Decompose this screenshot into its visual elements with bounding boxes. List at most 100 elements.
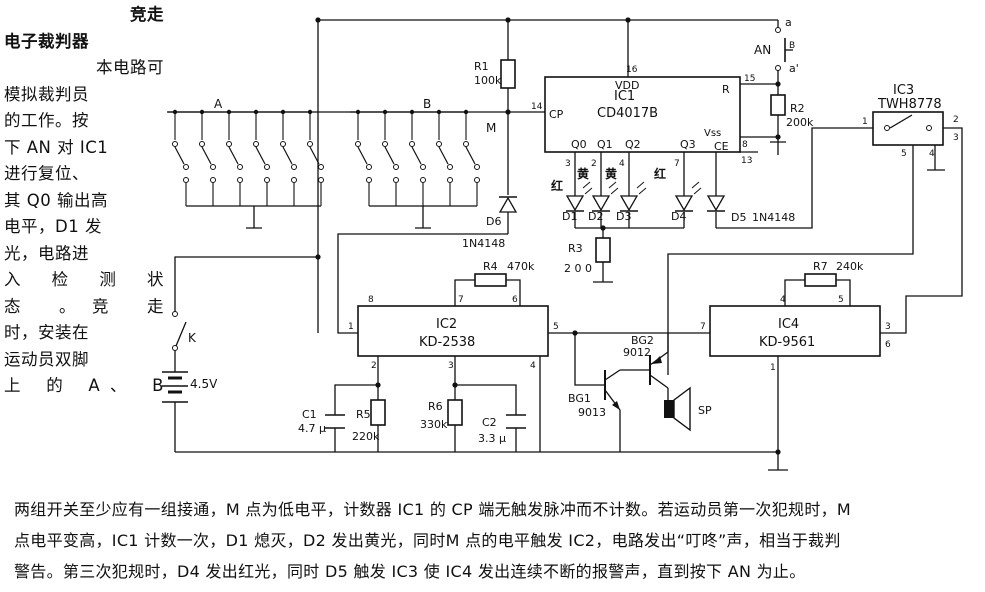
an-a-prime-label: a' <box>789 62 799 75</box>
led-color-label: 红 <box>654 166 666 181</box>
switch-group-b <box>350 109 480 229</box>
switch-group-a-label: A <box>214 97 223 111</box>
foot-switch <box>409 112 426 206</box>
side-text-line: 上 的 A、 B <box>4 376 164 395</box>
r5-value: 220k <box>352 430 380 443</box>
bg2-part: 9012 <box>623 346 651 359</box>
ic1-pin-cp: 14 <box>531 102 543 112</box>
side-text-line: 竞走 <box>130 5 164 24</box>
foot-switch <box>382 112 399 206</box>
ic1-r-label: R <box>722 83 730 96</box>
r4-name: R4 <box>483 260 498 273</box>
ic1-pin-vss: 8 <box>742 140 748 150</box>
side-text-line: 运动员双脚 <box>4 349 89 369</box>
side-text-line: 本电路可 <box>96 58 164 77</box>
ic3-pin2: 2 <box>953 115 959 125</box>
bottom-text-line: 警告。第三次犯规时，D4 发出红光，同时 D5 触发 IC3 使 IC4 发出连… <box>14 562 806 581</box>
battery-label: 4.5V <box>190 377 218 391</box>
led-pin: 2 <box>591 159 597 169</box>
bottom-text-line: 两组开关至少应有一组接通，M 点为低电平，计数器 IC1 的 CP 端无触发脉冲… <box>14 500 852 519</box>
ic4-pin7: 7 <box>700 322 706 332</box>
ic4-pin4: 4 <box>780 295 786 305</box>
foot-switch <box>280 112 297 206</box>
led-d1 <box>565 181 593 212</box>
d5-part: 1N4148 <box>752 211 795 224</box>
an-reset-switch <box>775 27 793 71</box>
battery-icon <box>162 371 188 403</box>
ic1-cp-label: CP <box>549 108 564 121</box>
ic1-ce-label: CE <box>714 140 729 153</box>
r5-resistor <box>370 399 386 426</box>
side-text-line: 态 。竞 走 <box>4 296 164 316</box>
ic4-chip <box>709 305 881 357</box>
an-b-label: B <box>789 41 795 51</box>
node-m-label: M <box>486 121 496 135</box>
ic2-name: IC2 <box>436 317 457 332</box>
r2-value: 200k <box>786 116 814 129</box>
ic2-pin7: 7 <box>458 295 464 305</box>
ic4-name: IC4 <box>778 317 799 332</box>
ic1-pin-vdd: 16 <box>626 65 638 75</box>
r4-value: 470k <box>507 260 535 273</box>
ic3-pin4: 4 <box>929 149 935 159</box>
k-switch <box>172 311 187 351</box>
r6-value: 330k <box>420 418 448 431</box>
side-text-line: 电子裁判器 <box>4 31 89 51</box>
d5-name: D5 <box>731 211 746 224</box>
ic3-relay-switch <box>884 114 932 131</box>
c1-capacitor <box>325 414 345 429</box>
side-text-line: 光，电路进 <box>4 243 89 263</box>
r7-name: R7 <box>813 260 828 273</box>
left-rail-wire <box>174 20 319 312</box>
d6-diode <box>498 196 518 213</box>
foot-switch <box>199 112 216 206</box>
d6-part: 1N4148 <box>462 237 505 250</box>
bottom-text-line: 点电平变高，IC1 计数一次，D1 熄灭，D2 发出黄光，同时M 点的电平触发 … <box>14 531 841 550</box>
bg1-part: 9013 <box>578 406 606 419</box>
ic3-pin1: 1 <box>862 117 868 127</box>
foot-switch <box>436 112 453 206</box>
d6-name: D6 <box>486 215 501 228</box>
ic2-pin2: 2 <box>371 361 377 371</box>
junction-dots <box>315 17 781 455</box>
foot-switch <box>355 112 372 206</box>
led-pin: 7 <box>674 159 680 169</box>
side-text-line: 入 检 测 状 <box>4 270 164 289</box>
r3-name: R3 <box>568 242 583 255</box>
an-a-label: a <box>785 16 792 29</box>
r2-resistor <box>770 94 786 116</box>
side-text-line: 的工作。按 <box>4 111 89 130</box>
ic1-vdd-label: VDD <box>615 79 639 92</box>
c1-value: 4.7 μ <box>298 422 326 435</box>
r3-resistor <box>595 237 611 263</box>
ic2-pin6: 6 <box>512 295 518 305</box>
switch-group-a <box>167 109 324 229</box>
led-d2 <box>591 181 619 212</box>
ic3-pin3: 3 <box>953 133 959 143</box>
ic1-chip <box>544 76 741 153</box>
ic4-pin6: 6 <box>885 340 891 350</box>
ic2-part: KD-2538 <box>419 335 475 350</box>
side-text-line: 模拟裁判员 <box>4 84 89 104</box>
c1-name: C1 <box>302 408 317 421</box>
ic2-chip <box>357 305 549 357</box>
led-color-label: 黄 <box>577 166 589 181</box>
side-text-line: 电平，D1 发 <box>4 217 102 236</box>
ic1-pin-ce: 13 <box>741 156 752 166</box>
bg1-name: BG1 <box>568 392 591 405</box>
circuit-diagram: R1 100k M A B D6 1N4148 IC1 CD4017B VDD … <box>162 16 963 471</box>
switch-group-b-label: B <box>423 97 431 111</box>
ic3-name: IC3 <box>893 83 914 98</box>
foot-switch <box>172 112 189 206</box>
led-output-label: Q1 <box>597 138 613 151</box>
speaker-icon <box>664 386 691 432</box>
led-name: D2 <box>588 210 603 223</box>
side-text-line: 下 AN 对 IC1 <box>4 137 109 157</box>
ic2-pin5: 5 <box>553 322 559 332</box>
r1-resistor <box>500 59 516 89</box>
led-output-label: Q3 <box>680 138 696 151</box>
c2-capacitor <box>506 414 526 429</box>
ic2-pin4: 4 <box>530 361 536 371</box>
ic2-pin1: 1 <box>348 322 354 332</box>
ic4-pin5: 5 <box>838 295 844 305</box>
